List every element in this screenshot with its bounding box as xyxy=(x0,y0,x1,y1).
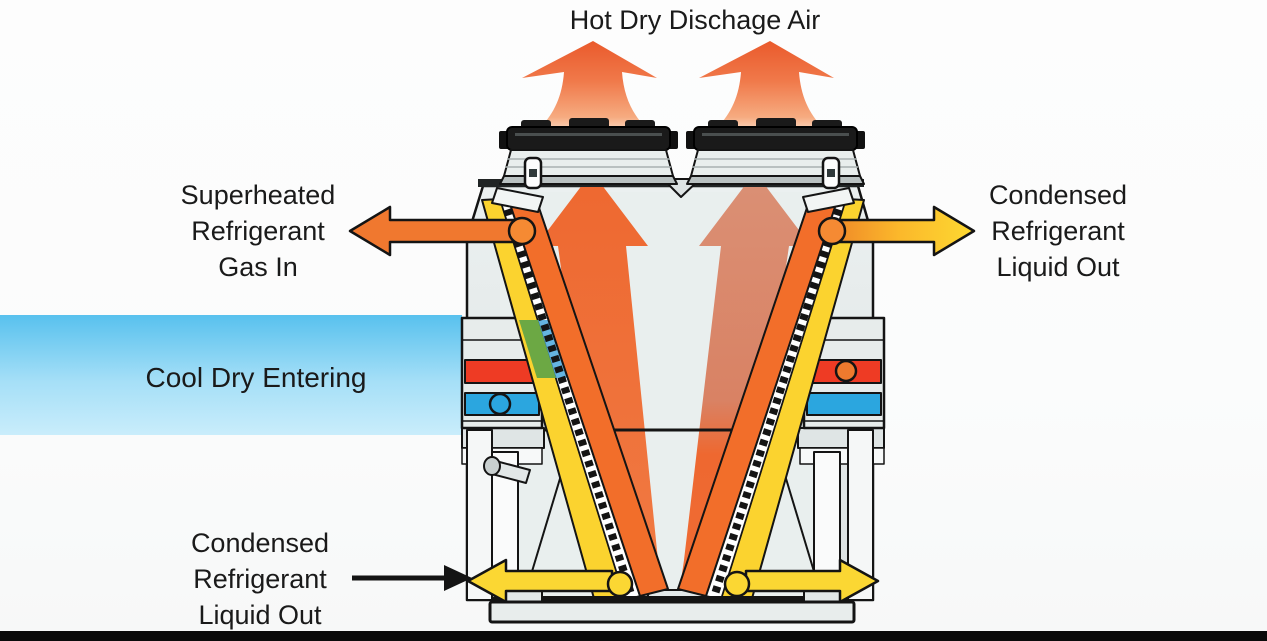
label-pointer-arrow xyxy=(352,565,472,591)
condenser-cabinet xyxy=(460,172,886,624)
coil-right-fins xyxy=(710,197,846,599)
label-gas-in-line1: Superheated xyxy=(181,180,336,210)
label-liquid-out-bottom-line3: Liquid Out xyxy=(198,600,322,630)
right-red-port xyxy=(834,359,858,383)
left-blue-port xyxy=(488,392,512,416)
fan-assembly-right xyxy=(686,118,865,190)
hot-air-up-arrow-right xyxy=(699,41,834,136)
label-gas-in-line2: Refrigerant xyxy=(191,216,325,246)
fan-housing-highlight xyxy=(702,133,849,136)
fan-housing-highlight xyxy=(515,133,662,136)
liquid-outlet-port-bottom-left xyxy=(606,570,634,598)
label-cool-air: Cool Dry Entering xyxy=(146,362,367,393)
label-liquid-out-bottom-line2: Refrigerant xyxy=(193,564,327,594)
label-liquid-out-right-line1: Condensed xyxy=(989,180,1127,210)
coil-right-top-cap xyxy=(802,187,855,213)
coil-left xyxy=(481,187,669,603)
fan-latch-detail xyxy=(529,169,537,177)
liquid-outlet-port-right xyxy=(817,216,847,246)
base-rail xyxy=(502,596,842,601)
base-plate xyxy=(488,600,856,624)
bottom-border-strip xyxy=(0,631,1267,641)
hot-air-up-arrow-left xyxy=(522,41,657,136)
fan-motor-housing xyxy=(506,126,671,151)
coil-left-top-cap xyxy=(491,187,544,213)
fan-latch-detail xyxy=(827,169,835,177)
gas-inlet-port xyxy=(507,216,537,246)
label-liquid-out-bottom-line1: Condensed xyxy=(191,528,329,558)
fan-assembly-left xyxy=(499,118,678,190)
fan-motor-housing xyxy=(693,126,858,151)
drain-pipe-flange xyxy=(483,456,501,476)
cool-air-band xyxy=(0,315,462,435)
label-liquid-out-right-line3: Liquid Out xyxy=(996,252,1120,282)
label-liquid-out-right-line2: Refrigerant xyxy=(991,216,1125,246)
fan-base-band xyxy=(686,175,865,185)
coil-right xyxy=(677,187,865,603)
label-discharge-air: Hot Dry Dischage Air xyxy=(570,5,821,35)
liquid-outlet-port-bottom-right xyxy=(723,570,751,598)
label-gas-in-line3: Gas In xyxy=(218,252,298,282)
coil-left-green-patch xyxy=(519,320,556,378)
right-blue-manifold xyxy=(806,392,882,416)
fan-base-band xyxy=(499,175,678,185)
coil-left-fins xyxy=(500,197,636,599)
